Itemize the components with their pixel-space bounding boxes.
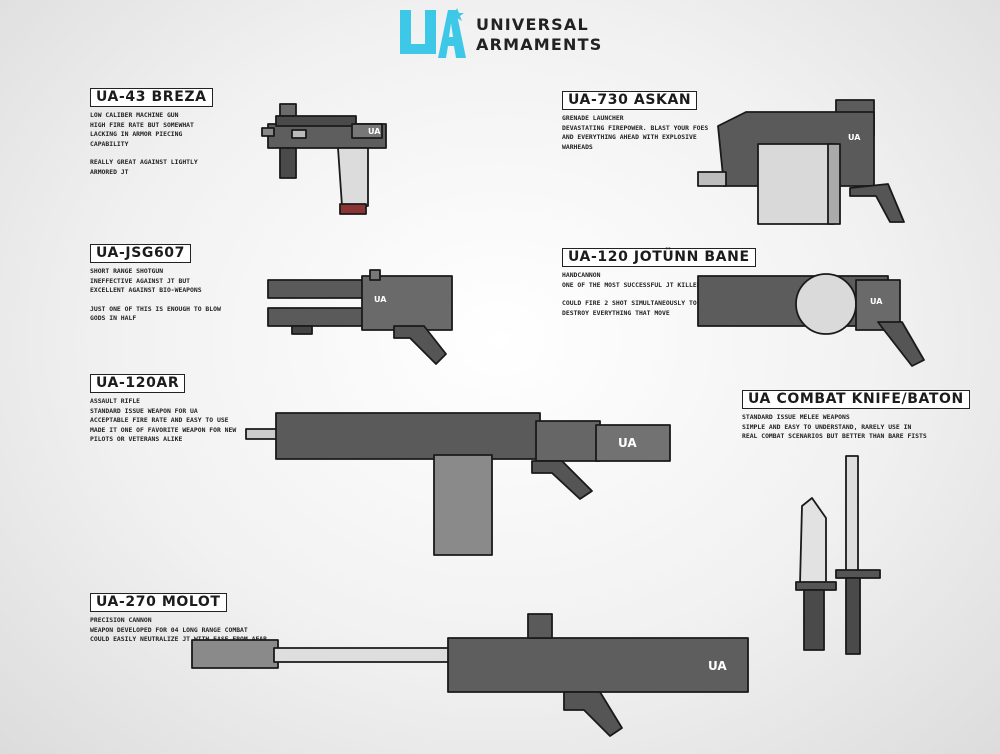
weapon-entry-jsg607: UA-JSG607 SHORT RANGE SHOTGUN INEFFECTIV… (90, 242, 221, 324)
ua-logo-mark (400, 8, 466, 58)
desc-line: STANDARD ISSUE MELEE WEAPONS (742, 413, 850, 421)
desc-line: PILOTS OR VETERANS ALIKE (90, 435, 183, 444)
ua-marking: UA (848, 133, 861, 142)
desc-line: STANDARD ISSUE WEAPON FOR UA (90, 406, 198, 415)
brand-name: UNIVERSAL ARMAMENTS (476, 15, 603, 55)
jsg607-shotgun-illustration: UA (267, 269, 453, 365)
weapon-title: UA-JSG607 (90, 244, 191, 263)
desc-line: LACKING IN ARMOR PIECING (90, 130, 183, 139)
desc-line: CAPABILITY (90, 139, 129, 148)
desc-line: SHORT RANGE SHOTGUN (90, 267, 164, 275)
desc-line: REAL COMBAT SCENARIOS BUT BETTER THAN BA… (742, 432, 927, 441)
weapon-entry-knife-baton: UA COMBAT KNIFE/BATON STANDARD ISSUE MEL… (742, 388, 970, 442)
ua-marking: UA (368, 127, 381, 136)
ua-marking: UA (374, 295, 387, 304)
desc-line: JUST ONE OF THIS IS ENOUGH TO BLOW (90, 304, 221, 313)
desc-line: LOW CALIBER MACHINE GUN (90, 111, 179, 119)
weapon-title: UA-120 JOTÜNN BANE (562, 248, 756, 267)
desc-line: HANDCANNON (562, 271, 601, 279)
brand-line-2: ARMAMENTS (476, 35, 603, 54)
weapon-title: UA-120AR (90, 374, 186, 393)
desc-line: DEVASTATING FIREPOWER. BLAST YOUR FOES (562, 123, 709, 132)
desc-line: WARHEADS (562, 142, 593, 151)
weapon-entry-jotunn-bane: UA-120 JOTÜNN BANE HANDCANNON ONE OF THE… (562, 246, 756, 318)
desc-line: GRENADE LAUNCHER (562, 114, 624, 122)
120ar-assault-rifle-illustration: UA (245, 412, 671, 556)
desc-line: ONE OF THE MOST SUCCESSFUL JT KILLER (562, 280, 701, 289)
weapon-title: UA-43 BREZA (90, 88, 213, 107)
brand-line-1: UNIVERSAL (476, 15, 589, 34)
weapon-entry-breza: UA-43 BREZA LOW CALIBER MACHINE GUN HIGH… (90, 86, 213, 178)
desc-line: INEFFECTIVE AGAINST JT BUT (90, 276, 191, 285)
weapon-entry-120ar: UA-120AR ASSAULT RIFLE STANDARD ISSUE WE… (90, 372, 236, 445)
desc-line: COULD FIRE 2 SHOT SIMULTANEOUSLY TO (562, 299, 697, 308)
weapon-title: UA-270 MOLOT (90, 593, 227, 612)
desc-line: COULD EASILY NEUTRALIZE JT WITH EASE FRO… (90, 635, 267, 644)
desc-line: PRECISION CANNON (90, 616, 152, 624)
desc-line: ARMORED JT (90, 167, 129, 176)
star-icon (450, 8, 464, 21)
desc-line: SIMPLE AND EASY TO UNDERSTAND, RARELY US… (742, 422, 912, 431)
desc-line: REALLY GREAT AGAINST LIGHTLY (90, 158, 198, 167)
desc-line: DESTROY EVERYTHING THAT MOVE (562, 308, 670, 317)
desc-line: ASSAULT RIFLE (90, 397, 141, 405)
ua-marking: UA (870, 297, 883, 306)
breza-smg-illustration: UA (261, 103, 387, 215)
desc-line: ACCEPTABLE FIRE RATE AND EASY TO USE (90, 416, 229, 425)
ua-marking: UA (618, 436, 637, 450)
weapon-entry-molot: UA-270 MOLOT PRECISION CANNON WEAPON DEV… (90, 591, 267, 645)
ua-marking: UA (708, 659, 727, 673)
combat-knife-baton-illustration (795, 455, 881, 655)
desc-line: EXCELLENT AGAINST BIO-WEAPONS (90, 286, 202, 295)
desc-line: GODS IN HALF (90, 314, 137, 323)
molot-precision-cannon-illustration: UA (191, 613, 749, 737)
brand-logo: UNIVERSAL ARMAMENTS (396, 6, 603, 64)
weapon-title: UA-730 ASKAN (562, 91, 698, 110)
desc-line: AND EVERYTHING AHEAD WITH EXPLOSIVE (562, 133, 697, 142)
weapon-title: UA COMBAT KNIFE/BATON (742, 390, 970, 409)
desc-line: MADE IT ONE OF FAVORITE WEAPON FOR NEW (90, 425, 237, 434)
weapon-entry-askan: UA-730 ASKAN GRENADE LAUNCHER DEVASTATIN… (562, 89, 708, 152)
desc-line: HIGH FIRE RATE BUT SOMEWHAT (90, 120, 194, 129)
askan-grenade-launcher-illustration: UA (697, 99, 905, 225)
jotunn-bane-handcannon-illustration: UA (697, 273, 925, 367)
desc-line: WEAPON DEVELOPED FOR 04 LONG RANGE COMBA… (90, 625, 248, 634)
